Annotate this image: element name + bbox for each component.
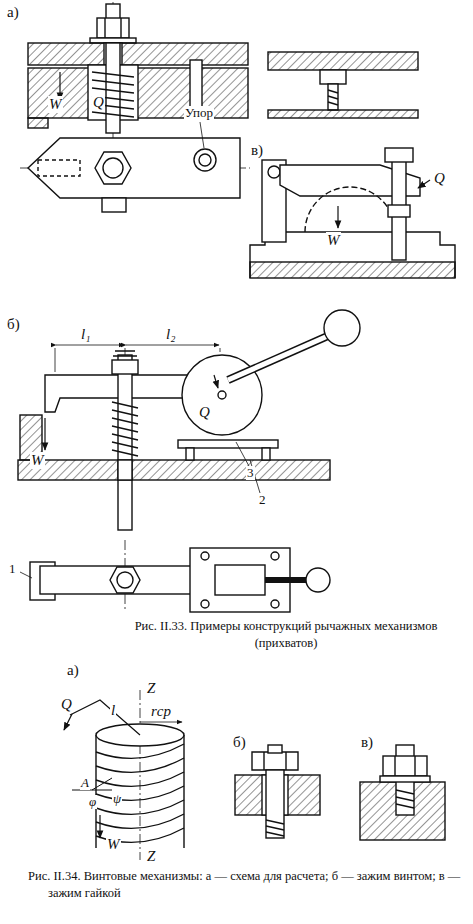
angle-label: ψ	[112, 792, 122, 806]
force-label: Q	[60, 696, 73, 713]
screw-clamp	[235, 745, 320, 838]
force-label: Q	[198, 404, 211, 421]
thread-turn	[96, 758, 184, 772]
dimension-label: l₂	[165, 326, 176, 343]
nut-clamp	[360, 745, 445, 840]
force-label: Q	[92, 94, 105, 111]
force-label: W	[326, 232, 341, 249]
force-label: W	[106, 836, 121, 853]
axis-label: Z	[146, 680, 156, 697]
thread-turn	[96, 772, 184, 786]
clamp-b	[18, 310, 360, 530]
clamp-v	[250, 148, 455, 278]
angle-label: φ	[88, 795, 97, 809]
thread-turn	[96, 814, 184, 828]
clamp-a-side-view	[268, 52, 418, 118]
figure-caption: Рис. II.34. Винтовые механизмы: а — схем…	[28, 868, 463, 902]
figure-caption: Рис. II.33. Примеры конструкций рычажных…	[105, 618, 467, 652]
view-letter: а)	[66, 662, 80, 679]
clamp-a-plan-view	[20, 122, 250, 212]
view-letter: а)	[6, 4, 20, 21]
view-letter: б)	[232, 734, 247, 751]
part-label: Упор	[184, 106, 214, 120]
thread-turn	[96, 744, 184, 758]
dimension-label: rср	[150, 703, 172, 720]
callout-number: 3	[246, 466, 255, 480]
force-label: Q	[433, 170, 446, 187]
dimension-label: l	[110, 702, 116, 719]
thread-turn	[96, 800, 184, 814]
view-letter: в)	[360, 734, 374, 751]
dimension-label: l₁	[80, 326, 91, 343]
screw-scheme	[64, 690, 184, 860]
clamp-b-plan-view	[20, 540, 330, 612]
axis-label: Z	[146, 848, 156, 865]
clamp-a-section	[28, 2, 248, 205]
force-label: W	[48, 96, 63, 113]
view-letter: б)	[6, 316, 21, 333]
callout-number: 1	[8, 562, 17, 576]
force-label: W	[30, 452, 45, 469]
callout-number: 2	[258, 493, 267, 507]
thread-turn	[96, 786, 184, 800]
view-letter: в)	[250, 142, 264, 159]
point-label: A	[80, 776, 90, 790]
